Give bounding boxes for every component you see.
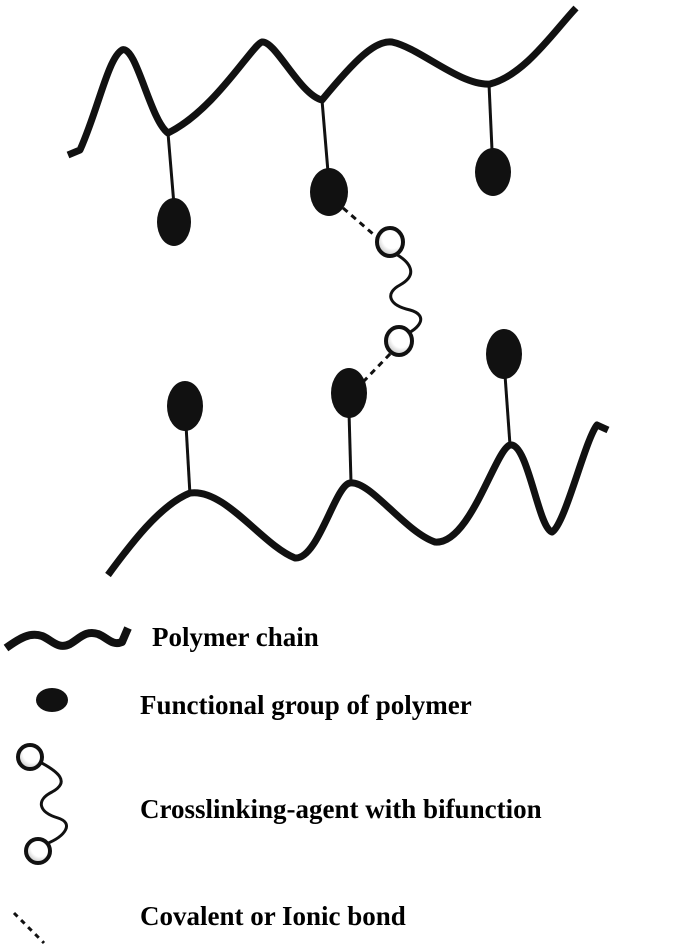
lower-functional-group-2 bbox=[331, 368, 367, 418]
upper-functional-group-1 bbox=[157, 198, 191, 246]
lower-stick-3 bbox=[503, 374, 512, 446]
legend-label-polymer-chain: Polymer chain bbox=[152, 622, 319, 652]
legend-label-crosslinking-agent: Crosslinking-agent with bifunction bbox=[140, 794, 542, 824]
crosslinker-bead-upper bbox=[375, 226, 405, 258]
upper-stick-3 bbox=[487, 83, 494, 151]
legend-crosslinker-bead-upper bbox=[16, 743, 44, 771]
lower-polymer-chain bbox=[105, 421, 610, 578]
lower-functional-group-3 bbox=[486, 329, 522, 379]
legend-crosslinker-bead-lower bbox=[24, 837, 52, 865]
legend-bond-icon bbox=[12, 911, 46, 945]
upper-functional-group-2 bbox=[310, 168, 348, 216]
legend-label-functional-group: Functional group of polymer bbox=[140, 690, 472, 720]
legend-label-bond: Covalent or Ionic bond bbox=[140, 901, 406, 931]
lower-functional-group-1 bbox=[167, 381, 203, 431]
crosslinker-linker bbox=[389, 250, 423, 338]
upper-functional-group-3 bbox=[475, 148, 511, 196]
upper-stick-1 bbox=[166, 132, 176, 206]
lower-stick-1 bbox=[184, 424, 192, 496]
legend-chain-icon bbox=[3, 626, 132, 652]
bond-dashed-upper bbox=[342, 206, 381, 242]
lower-stick-2 bbox=[347, 411, 353, 483]
legend-functional-group-icon bbox=[36, 688, 68, 712]
upper-stick-2 bbox=[320, 99, 330, 173]
crosslinker-bead-lower bbox=[384, 325, 414, 357]
bond-dashed-lower bbox=[361, 351, 393, 384]
upper-polymer-chain bbox=[66, 5, 579, 159]
legend-crosslinker-linker bbox=[35, 758, 68, 846]
